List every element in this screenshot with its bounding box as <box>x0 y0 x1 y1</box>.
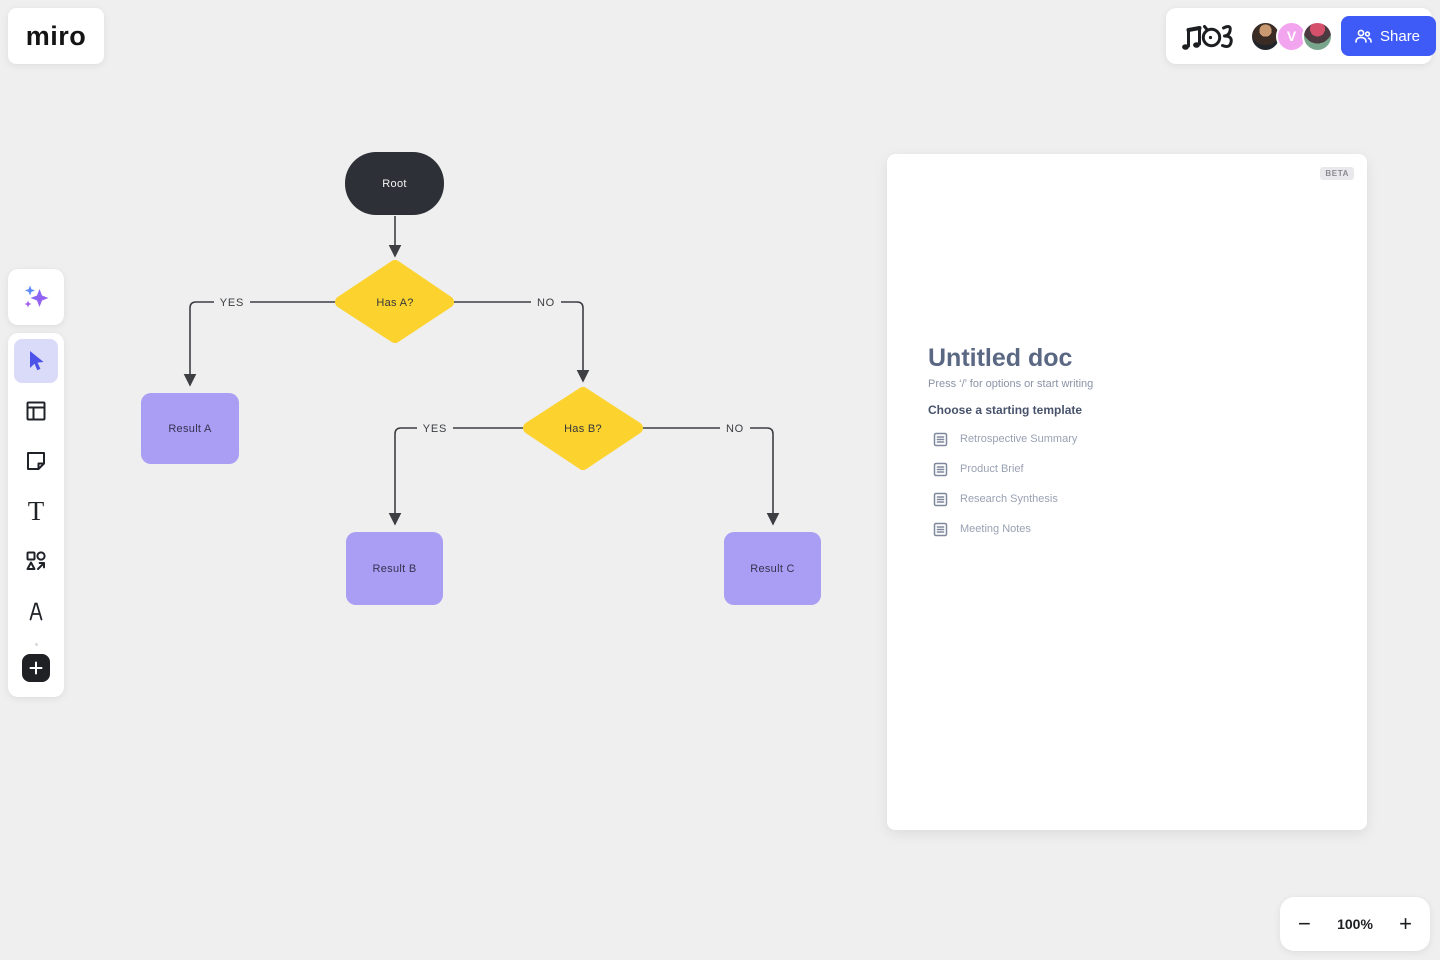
zoom-out-button[interactable]: − <box>1298 911 1311 936</box>
flowchart-node-root[interactable]: Root <box>345 152 444 215</box>
zoom-level[interactable]: 100% <box>1337 916 1373 932</box>
pen-a-icon <box>29 602 43 621</box>
template-item-meeting-notes[interactable]: Meeting Notes <box>928 514 1228 544</box>
zoom-control: − 100% + <box>1280 897 1430 951</box>
decision-node-hasB[interactable]: Has B? <box>523 387 643 470</box>
beta-badge: BETA <box>1320 167 1354 180</box>
edge-label-yes-2: YES <box>423 423 447 435</box>
template-item-retrospective-summary[interactable]: Retrospective Summary <box>928 424 1228 454</box>
share-label: Share <box>1380 27 1421 45</box>
edge-hasA-resultA[interactable] <box>183 301 337 387</box>
select-tool[interactable] <box>14 339 58 383</box>
pen-tool[interactable] <box>14 589 58 633</box>
template-label: Product Brief <box>960 463 1024 475</box>
doc-title[interactable]: Untitled doc <box>928 344 1073 372</box>
ai-assistant-button[interactable] <box>8 269 64 325</box>
miro-logo: miro <box>25 20 87 51</box>
text-t-icon: T <box>27 495 45 526</box>
shapes-icon <box>26 551 46 570</box>
flowchart-node-result-c[interactable]: Result C <box>724 532 821 605</box>
edge-label-no-2: NO <box>726 423 744 435</box>
doc-editor-hint[interactable]: Press ‘/’ for options or start writing <box>928 378 1094 390</box>
document-icon <box>933 522 948 536</box>
ai-sparkles-icon <box>24 285 49 308</box>
frame-layout-icon <box>26 401 46 421</box>
document-icon <box>933 432 948 446</box>
template-label: Meeting Notes <box>960 523 1031 535</box>
edge-label-no-1: NO <box>537 297 555 309</box>
node-label: Result A <box>168 422 212 435</box>
add-more-tools-button[interactable] <box>22 654 50 682</box>
edge-hasA-hasB[interactable] <box>452 301 590 383</box>
creation-toolbar: T <box>8 333 64 697</box>
avatar[interactable]: V <box>1276 20 1307 52</box>
decision-label: Has B? <box>564 423 602 435</box>
edge-label-yes-1: YES <box>220 297 244 309</box>
decision-node-hasA[interactable]: Has A? <box>335 260 454 343</box>
node-label: Result C <box>750 562 795 575</box>
music-note-doodle-icon <box>1182 25 1233 50</box>
doc-panel: BETA Untitled doc Press ‘/’ for options … <box>887 154 1367 830</box>
avatar[interactable] <box>1250 20 1281 52</box>
decision-label: Has A? <box>376 297 413 309</box>
cursor-icon <box>30 351 44 371</box>
sticky-note-tool[interactable] <box>14 439 58 483</box>
template-item-research-synthesis[interactable]: Research Synthesis <box>928 484 1228 514</box>
template-item-product-brief[interactable]: Product Brief <box>928 454 1228 484</box>
flowchart-node-result-b[interactable]: Result B <box>346 532 443 605</box>
edge-hasB-resultB[interactable] <box>388 427 526 526</box>
avatar-stack: V <box>1250 20 1333 52</box>
template-label: Research Synthesis <box>960 493 1058 505</box>
plus-icon <box>29 661 43 675</box>
template-section-title: Choose a starting template <box>928 403 1083 417</box>
frames-tool[interactable] <box>14 389 58 433</box>
flowchart-node-result-a[interactable]: Result A <box>141 393 239 464</box>
document-icon <box>933 492 948 506</box>
node-label: Root <box>382 177 407 190</box>
share-button[interactable]: Share <box>1341 16 1437 56</box>
text-tool[interactable]: T <box>14 489 58 533</box>
shapes-tool[interactable] <box>14 539 58 583</box>
document-icon <box>933 462 948 476</box>
template-list: Retrospective Summary Product Brief Rese… <box>928 424 1228 544</box>
miro-logo-card[interactable]: miro <box>8 8 104 64</box>
template-label: Retrospective Summary <box>960 433 1078 445</box>
zoom-in-button[interactable]: + <box>1399 911 1412 936</box>
node-label: Result B <box>372 562 417 575</box>
people-icon <box>1355 29 1372 43</box>
edge-hasB-resultC[interactable] <box>641 427 780 526</box>
avatar[interactable] <box>1302 20 1333 52</box>
collaboration-bar: V Share <box>1166 8 1437 64</box>
edge-labels: YES NO YES NO <box>214 293 750 436</box>
sticky-note-icon <box>27 452 45 470</box>
toolbar-divider-dot <box>34 643 38 646</box>
